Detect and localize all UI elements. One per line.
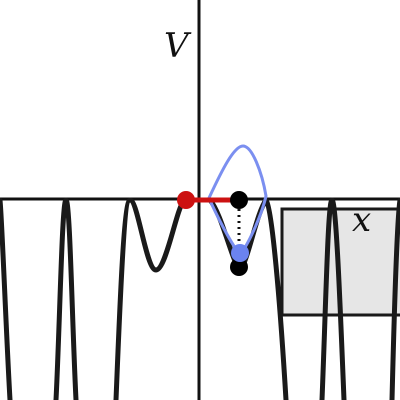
red-dot-icon <box>177 191 195 209</box>
potential-curve-left <box>0 197 187 400</box>
blue-loop <box>207 144 268 257</box>
v-axis-label: V <box>164 26 192 66</box>
x-axis-label: x <box>352 200 371 240</box>
black-dot-icon <box>230 191 248 209</box>
blue-dot-icon <box>231 244 249 262</box>
black-dot-icon <box>230 258 248 276</box>
